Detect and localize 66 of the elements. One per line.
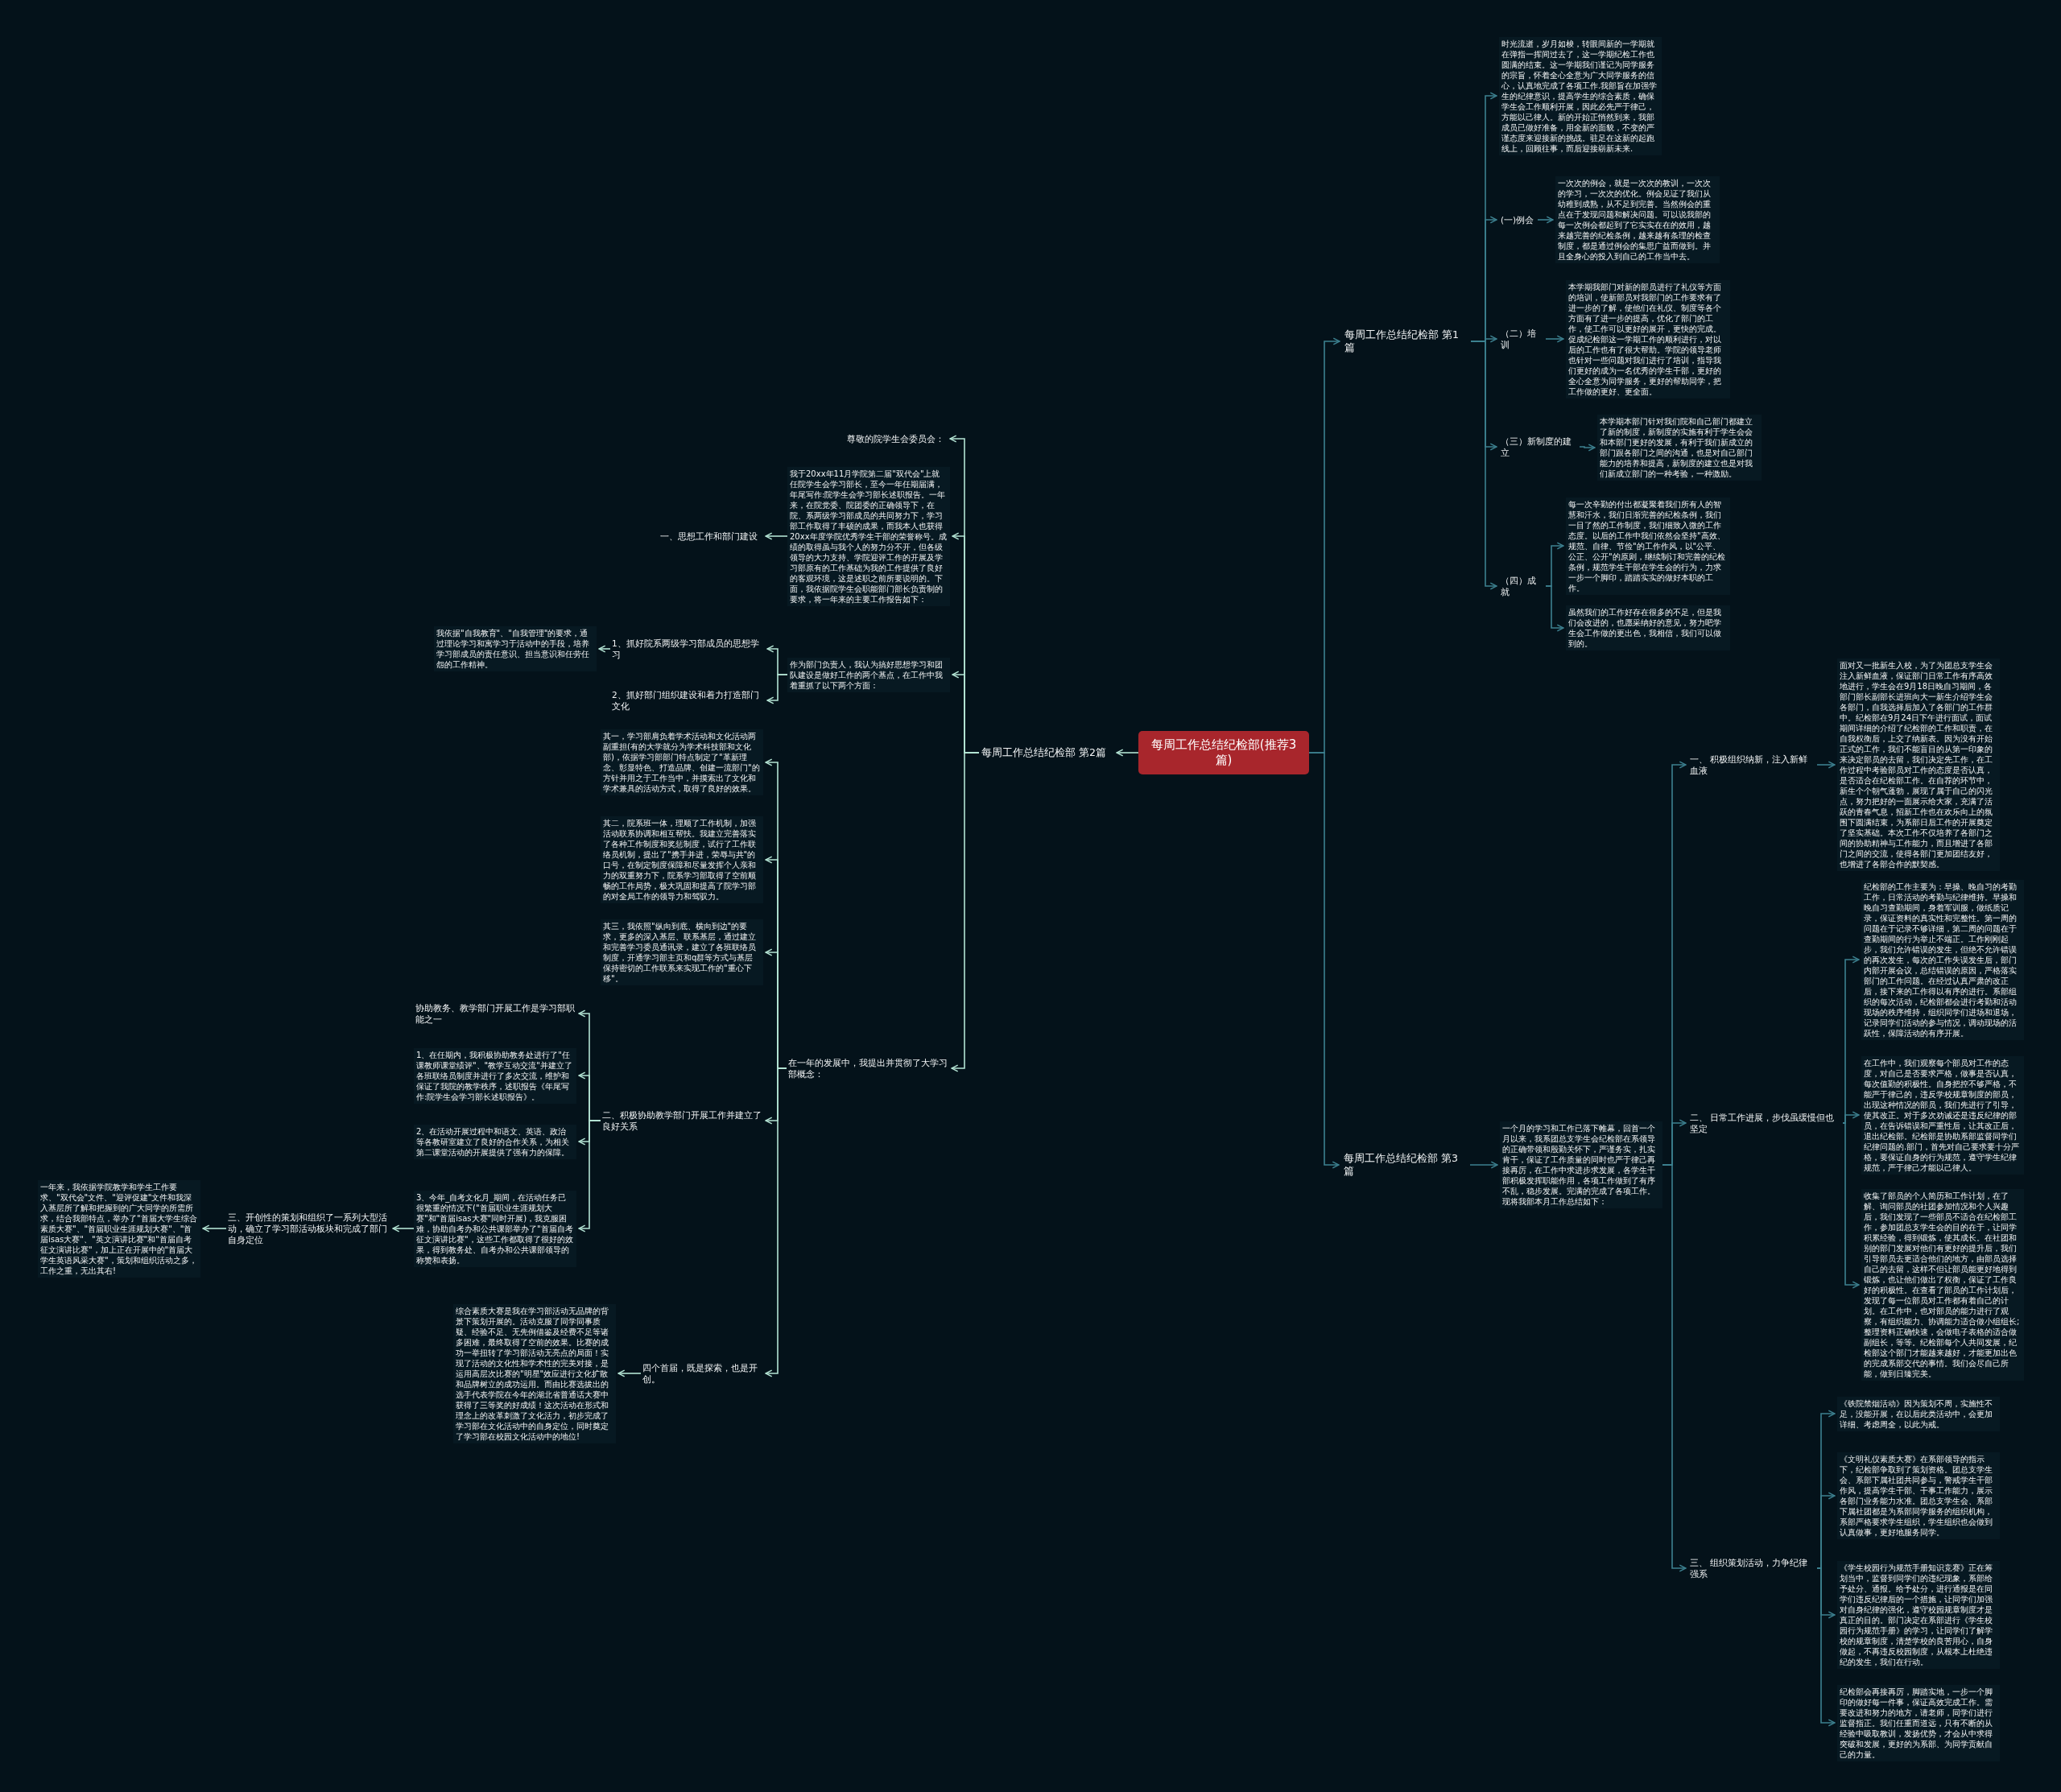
text-block: 1、在任期内，我积极协助教务处进行了"任课教师课堂绩评"、"教学互动交流"并建立了各班联络员制度并进行了多次交流，维护和保证了我院的教学秩序，述职报告《年尾写作:院学生会学习部长述职报告》。 xyxy=(414,1048,576,1104)
topic-label: 尊敬的院学生会委员会： xyxy=(845,432,948,445)
connector-arrow xyxy=(1469,1161,1498,1169)
text-block: 《文明礼仪素质大赛》在系部领导的指示下，纪检部争取到了策划资格。团总支学生会、系部下属社团共同参与，警戒学生干部作风，提高学生干部、干事工作能力，展示各部门业务能力水准。团总支学生会、系部下属社团都是为系部同学服务的组织机构，系部严格要求学生组织，学生组织也会做到认真做事，更好地服务同学。 xyxy=(1837,1452,2000,1539)
connector-arrow xyxy=(765,1067,787,1377)
connector-arrow xyxy=(951,752,980,1072)
topic-label: 三、开创性的策划和组织了一系列大型活动，确立了学习部活动板块和完成了部门自身定位 xyxy=(226,1211,390,1246)
text-block: 面对又一批新生入校，为了为团总支学生会注入新鲜血液，保证部门日常工作有序高效地进行，学生会在9月18日晚自习期间，各部门部长副部长进班向大一新生介绍学生会各部门，自我选择后加入了各部门的工作群中。纪检部在9月24日下午进行面试，面试期间详细的介绍了纪检部的工作和职责，在自我权衡后，上交了纳新表。因为没有开始正式的工作，我们不能盲目的从第一印象的来决定部员的去留，我们决定先工作，在工作过程中考验部员对工作的态度是否认真，是否适合在纪检部工作。在自荐的环节中，新生个个朝气蓬勃，展现了属于自己的闪光点，努力把好的一面展示给大家，充满了活跃的青春气息，招新工作也在欢乐向上的氛围下圆满结束，为系部日后工作的开展奠定了坚实基础。本次工作不仅培养了各部门之间的协助精神与工作能力，而且增进了各部门之间的交流，使得各部门更加团结友好，也增进了各部合作的默契感。 xyxy=(1837,659,2000,871)
text-block: 我于20xx年11月学院第二届"双代会"上就任院学生会学习部长，至今一年任期届满，年尾写作:院学生会学习部长述职报告。一年来，在院党委、院团委的正确领导下，在院、系两级学习部成员的共同努力下，学习部工作取得了丰硕的成果，而我本人也获得20xx年度学院优秀学生干部的荣誉称号。成绩的取得虽与我个人的努力分不开，但各级领导的大力支持、学院迎评工作的开展及学习部原有的工作基础为我的工作提供了良好的客观环境，这是述职之前所要说明的。下面，我依据院学生会职能部门部长负责制的要求，将一年来的主要工作报告如下： xyxy=(787,467,950,606)
text-block: 一个月的学习和工作已落下帷幕，回首一个月以来，我系团总支学生会纪检部在系领导的正确带领和殷勤关怀下，严谨务实，扎实肯干，保证了工作质量的同时也严于律己再接再厉，在工作中求进步求发展，各学生干部积极发挥职能作用，各项工作做到了有序不乱，稳步发展。完满的完成了各项工作。现将我部本月工作总结如下： xyxy=(1500,1121,1662,1208)
text-block: 在工作中，我们观察每个部员对工作的态度，对自己是否要求严格，做事是否认真，每次值勤的积极性。自身把控不够严格，不能严于律己的，违反学校规章制度的部员，出现这种情况的部员，我们先进行了引导，使其改正。对于多次劝诫还是违反纪律的部员，在告诉错误和严重性后，让其改正后，退出纪检部。纪检部是协助系部监督同学们纪律问题的.部门，首先对自己要求要十分严格，要保证自身的行为规范，遵守学生纪律规范，严于律己才能以己律人。 xyxy=(1861,1056,2024,1175)
text-block: 收集了部员的个人简历和工作计划，在了解、询问部员的社团参加情况和个人兴趣后，我们发现了一些部员不适合在纪检部工作，参加团总支学生会的目的在于，让同学积累经验，得到锻炼，使其成长。在社团和别的部门发展对他们有更好的提升后，我们引导部员去更适合他们的地方，由部员选择自己的去留，这样不但让部员能更好地得到锻炼，也让他们做出了权衡，保证了工作良好的积极性。在查看了部员的工作计划后，发现了每一位部员对工作都有着自己的计划。在工作中，也对部员的能力进行了观察，有组织能力、协调能力适合做小组组长;整理资料正确快速，会做电子表格的适合做副组长，等等。纪检部每个人共同发展，纪检部这个部门才能越来越好，才能更加出色的完成系部交代的事情。我们会尽自己所能，做到日臻完美。 xyxy=(1861,1189,2024,1381)
text-block: 本学期我部门对新的部员进行了礼仪等方面的培训，使新部员对我部门的工作要求有了进一步的了解，使他们在礼仪、制度等各个方面有了进一步的提高，优化了部门的工作，使工作可以更好的展开，更快的完成。促成纪检部这一学期工作的顺利进行，对以后的工作也有了很大帮助。学院的领导老师也针对一些问题对我们进行了培训，指导我们更好的成为一名优秀的学生干部，更好的全心全意为同学服务，更好的帮助同学，把工作做的更好、更全面。 xyxy=(1566,280,1730,398)
text-block: 3、今年_自考文化月_期间，在活动任务已很繁重的情况下("首届职业生涯规划大赛"和"首届isas大赛"同时开展)，我克服困难，协助自考办和公共课部举办了"首届自考征文演讲比赛"，这些工作都取得了很好的效果，得到教务处、自考办和公共课部领导的称赞和表扬。 xyxy=(414,1191,576,1267)
topic-label: 四个首届，既是探索，也是开创。 xyxy=(641,1361,763,1385)
connector-arrow xyxy=(202,1224,227,1233)
text-block: 作为部门负责人，我认为搞好思想学习和团队建设是做好工作的两个基点，在工作中我着重抓了以下两个方面： xyxy=(787,658,950,692)
topic-label: 二、 日常工作进展，步伐虽缓慢但也坚定 xyxy=(1688,1111,1843,1135)
connector-arrow xyxy=(1816,761,1836,769)
text-block: 时光流逝，岁月如梭，转眼间新的一学期就在弹指一挥间过去了，这一学期纪检工作也圆满的结束。这一学期我们谨记为同学服务的宗旨，怀着全心全意为广大同学服务的信心，认真地完成了各项工作.我部旨在加强学生的纪律意识，提高学生的综合素质，确保学生会工作顺利开展，因此必先严于律己，方能以己律人。新的开始正悄然到来，我部成员已做好准备，用全新的面貌，不变的严谨态度来迎接新的挑战。驻足在这新的起跑线上，回顾往事，而后迎接崭新未来. xyxy=(1499,37,1662,155)
text-block: 纪检部会再接再厉，脚踏实地，一步一个脚印的做好每一件事，保证高效完成工作。需要改进和努力的地方，请老师，同学们进行监督指正。我们任重而道远，只有不断的从经验中吸取教训，发扬优势，才会从中求得突破和发展，更好的为系部、为同学贡献自己的力量。 xyxy=(1837,1685,2000,1761)
text-block: 《学生校园行为规范手册知识竞赛》正在筹划当中，监督到同学们的违纪现象，系部给予处分、通报。给予处分，进行通报是在同学们违反纪律后的一个措施，让同学们加强对自身纪律的强化，遵守校园规章制度才是真正的目的。部门决定在系部进行《学生校园行为规范手册》的学习，让同学们了解学校的规章制度，清楚学校的良苦用心，自身做起，不再违反校园制度，从根本上杜绝违纪的发生，我们在行动。 xyxy=(1837,1561,2000,1669)
topic-label: 三、 组织策划活动，力争纪律强系 xyxy=(1688,1556,1817,1580)
text-block: 其三，我依照"纵向到底、横向到边"的要求，更多的深入基层、联系基层，通过建立和完善学习委员通讯录，建立了各班联络员制度，开通学习部主页和q群等方式与基层保持密切的工作联系来实现工作的"重心下移"。 xyxy=(601,919,763,985)
text-block: 纪检部的工作主要为：早操、晚自习的考勤工作，日常活动的考勤与纪律维持。早操和晚自习查勤期间，身着军训服，做纸质记录，保证资料的真实性和完整性。第一周的问题在于记录不够详细，第二周的问题在于查勤期间的行为举止不端正。工作刚刚起步，我们允许错误的发生，但绝不允许错误的再次发生，每次的工作失误发生后，部门内部开展会议，总结错误的原因，严格落实部门的工作问题。在经过认真严肃的改正后，接下来的工作得以有序的进行。系部组织的每次活动，纪检部都会进行考勤和活动现场的秩序维持，组织同学们进场和退场，记录同学们活动的参与情况，调动现场的活跃性，保障活动的有序开展。 xyxy=(1861,880,2024,1040)
text-block: 《铁院禁烟活动》因为策划不周，实施性不足，没能开展，在以后此类活动中，会更加详细、考虑周全，以此为戒。 xyxy=(1837,1397,2000,1431)
connector-arrow xyxy=(1842,1122,1860,1289)
topic-label: 2、抓好部门组织建设和着力打造部门文化 xyxy=(610,688,765,712)
topic-label: 1、抓好院系两级学习部成员的思想学习 xyxy=(610,637,765,661)
connector-arrow xyxy=(1662,1164,1687,1572)
branch-label: 每周工作总结纪检部 第2篇 xyxy=(979,745,1114,761)
topic-label: （四）成就 xyxy=(1499,574,1546,598)
connector-arrow xyxy=(1470,341,1497,590)
text-block: 每一次辛勤的付出都凝聚着我们所有人的智慧和汗水，我们日渐完善的纪检条例，我们一目了然的工作制度，我们细致入微的工作态度。以后的工作中我们依然会坚持"高效、规范、自律、节俭"的工作作风，以"公平、公正、公开"的原则，继续制订和完善的纪检条例，规范学生干部在学生会的行为，力求一步一个脚印，踏踏实实的做好本职的工作。 xyxy=(1566,498,1730,595)
branch-label: 每周工作总结纪检部 第1篇 xyxy=(1342,327,1471,356)
connector-arrow xyxy=(617,1369,642,1377)
topic-label: （二）培训 xyxy=(1499,327,1546,351)
connector-arrow xyxy=(1545,585,1564,632)
connector-arrow xyxy=(1308,752,1340,1169)
root-topic: 每周工作总结纪检部(推荐3篇) xyxy=(1138,731,1309,774)
topic-label: (一)例会 xyxy=(1499,213,1538,226)
topic-label: 一、思想工作和部门建设 xyxy=(659,530,763,543)
text-block: 虽然我们的工作好存在很多的不足，但是我们会改进的，也愿采纳好的意见，努力吧学生会工作做的更出色，我相信，我们可以做到的。 xyxy=(1566,605,1730,650)
text-block: 本学期本部门针对我们院和自己部门都建立了新的制度，新制度的实施有利于学生会会和本部门更好的发展，有利于我们新成立的部门跟各部门之间的沟通，也是对自己部门能力的培养和提高，新制度的建立也是对我们新成立部门的一种考验，一种激励。 xyxy=(1597,415,1762,481)
connector-arrow xyxy=(1545,335,1564,343)
text-block: 一次次的例会，就是一次次的教训，一次次的学习，一次次的优化。例会见证了我们从幼稚到成熟，从不足到完善。当然例会的重点在于发现问题和解决问题。可以说我部的每一次例会都起到了它实实在在的效用，越来越完善的纪检条例，越来越有条理的检查制度，都是通过例会的集思广益而做到。并且全身心的投入到自己的工作当中去。 xyxy=(1555,176,1720,263)
connector-arrow xyxy=(1537,216,1554,224)
text-block: 综合素质大赛是我在学习部活动无品牌的背景下策划开展的。活动克服了同学同事质疑、经验不足、无先例借鉴及经费不足等诸多困难，最终取得了空前的效果。比赛的成功一举扭转了学习部活动无亮点的局面！实现了活动的文化性和学术性的完美对接，是运用高层次比赛的"明星"效应进行文化扩散和品牌树立的成功运用。而由比赛选拔出的选手代表学院在今年的湖北省普通话大赛中获得了三等奖的好成绩！这次活动在形式和理念上的改革刺激了文化活力，初步完成了学习部在文化活动中的自身定位，同时奠定了学习部在校园文化活动中的地位! xyxy=(453,1304,616,1443)
text-block: 其二，院系班一体，理顺了工作机制，加强活动联系协调和相互帮扶。我建立完善落实了各种工作制度和奖惩制度，试行了工作联络员机制，提出了"携手并进，荣辱与共"的口号，在制定制度保障和尽量发挥个人亲和力的双重努力下，院系学习部取得了空前顺畅的工作局势，极大巩固和提高了院学习部的对全局工作的领导力和驾驭力。 xyxy=(601,816,763,903)
connector-arrow xyxy=(392,1224,415,1233)
connector-arrow xyxy=(1579,444,1596,452)
text-block: 一年来，我依据学院教学和学生工作要求、"双代会"文件、"迎评促建"文件和我深入基层所了解和把握到的广大同学的所需所求，结合我部特点，举办了"首届大学生综合素质大赛"、"首届职业生涯规划大赛"、"首届isas大赛"、"英文演讲比赛"和"首届自考征文演讲比赛"，加上正在开展中的"首届大学生英语风采大赛"，策划和组织活动之多，工作之重，无出其右! xyxy=(38,1180,200,1278)
text-block: 我依据"自我教育"、"自我管理"的要求，通过理论学习和寓学习于活动中的手段，培养学习部成员的责任意识、担当意识和任劳任怨的工作精神。 xyxy=(434,626,597,671)
branch-label: 每周工作总结纪检部 第3篇 xyxy=(1341,1150,1470,1179)
text-block: 其一，学习部肩负着学术活动和文化活动两副重担(有的大学就分为学术科技部和文化部)，依据学习部部门特点制定了"革新理念、彰显特色、打造品牌、创建一流部门"的方针并用之于工作当中，并摸索出了文化和学术兼具的活动方式，取得了良好的效果。 xyxy=(601,729,763,795)
topic-label: 一、 积极组织纳新，注入新鲜血液 xyxy=(1688,753,1817,777)
topic-label: （三）新制度的建立 xyxy=(1499,435,1580,459)
connector-arrow xyxy=(1116,749,1139,757)
connector-arrow xyxy=(598,645,611,653)
topic-label: 在一年的发展中，我提出并贯彻了大学习部概念： xyxy=(787,1056,949,1080)
connector-arrow xyxy=(765,532,788,540)
text-block: 2、在活动开展过程中和语文、英语、政治等各教研室建立了良好的合作关系，为相关第二课堂活动的开展提供了强有力的保障。 xyxy=(414,1125,576,1159)
connector-arrow xyxy=(1842,1111,1860,1124)
topic-label: 协助教务、教学部门开展工作是学习部职能之一 xyxy=(414,1001,576,1026)
topic-label: 二、积极协助教学部门开展工作并建立了良好关系 xyxy=(601,1109,763,1133)
connector-arrow xyxy=(766,674,788,704)
